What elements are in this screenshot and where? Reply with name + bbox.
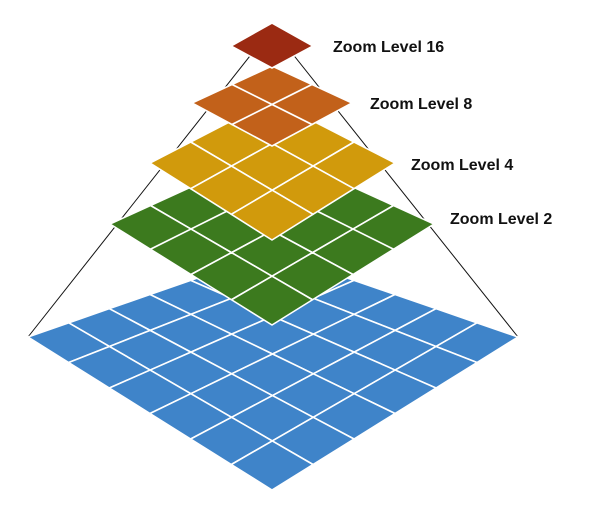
zoom-level-16-label: Zoom Level 16 bbox=[333, 39, 445, 56]
zoom-level-2-label: Zoom Level 2 bbox=[450, 211, 553, 228]
pyramid-edge-lines bbox=[27, 27, 519, 338]
zoom-level-8-tile bbox=[231, 103, 313, 147]
pyramid-right-edge bbox=[271, 27, 519, 338]
zoom-level-4-label: Zoom Level 4 bbox=[411, 157, 514, 174]
pyramid-left-edge bbox=[27, 27, 273, 338]
base-tile bbox=[230, 440, 314, 491]
zoom-level-16-tile bbox=[230, 22, 314, 69]
zoom-level-4-tile bbox=[230, 189, 314, 241]
zoom-level-8-tile-layer bbox=[191, 65, 353, 147]
zoom-level-16-tile-layer bbox=[230, 22, 314, 69]
zoom-level-8-label: Zoom Level 8 bbox=[370, 96, 473, 113]
zoom-level-2-tile bbox=[230, 275, 314, 326]
base-tile-layer bbox=[27, 251, 519, 491]
